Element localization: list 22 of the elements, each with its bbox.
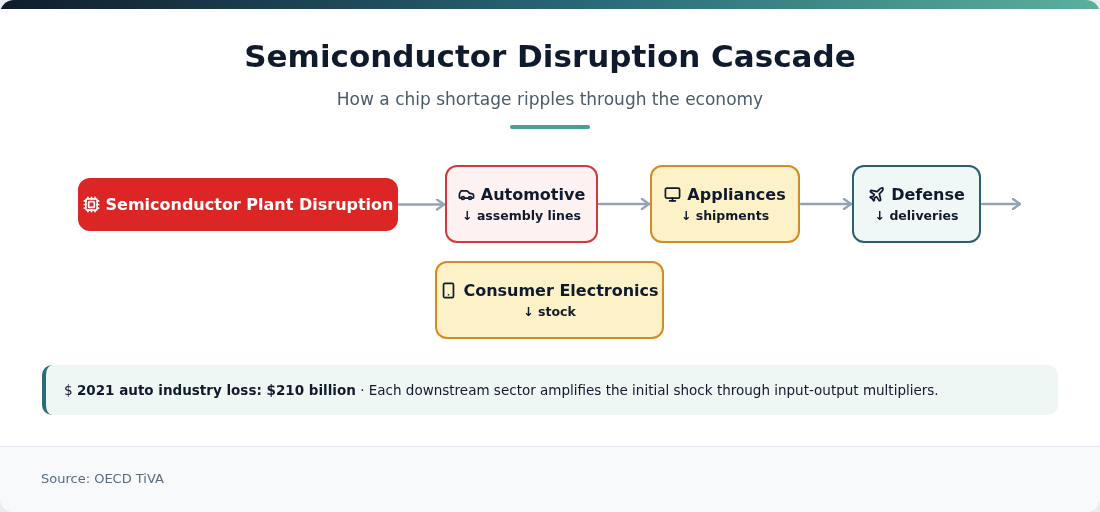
arrow [597, 197, 651, 211]
callout-text: $ 2021 auto industry loss: $210 billion · Each downstream sector amplifies the initial shock through input-output multipliers. [64, 382, 939, 398]
arrow [799, 197, 853, 211]
impact-text: ↓ shipments [680, 208, 770, 223]
arrow [397, 198, 446, 211]
impact-text: ↓ deliveries [874, 208, 959, 223]
sector-name: Semiconductor Plant Disruption [105, 195, 394, 214]
sector-box [852, 165, 981, 243]
source-note: Source: OECD TiVA [41, 471, 164, 486]
sector-box [650, 165, 800, 243]
arrow [980, 197, 1022, 211]
impact-text: ↓ stock [523, 304, 576, 319]
sector-name: Defense [891, 185, 965, 204]
source-box [78, 178, 398, 231]
subtitle: How a chip shortage ripples through the economy [335, 89, 765, 109]
sector-name: Automotive [480, 185, 586, 204]
sector-box [445, 165, 598, 243]
sector-name: Appliances [687, 185, 786, 204]
impact-text: ↓ assembly lines [462, 208, 581, 223]
title: Semiconductor Disruption Cascade [243, 38, 857, 74]
sector-box [435, 261, 664, 339]
sector-name: Consumer Electronics [463, 281, 659, 300]
